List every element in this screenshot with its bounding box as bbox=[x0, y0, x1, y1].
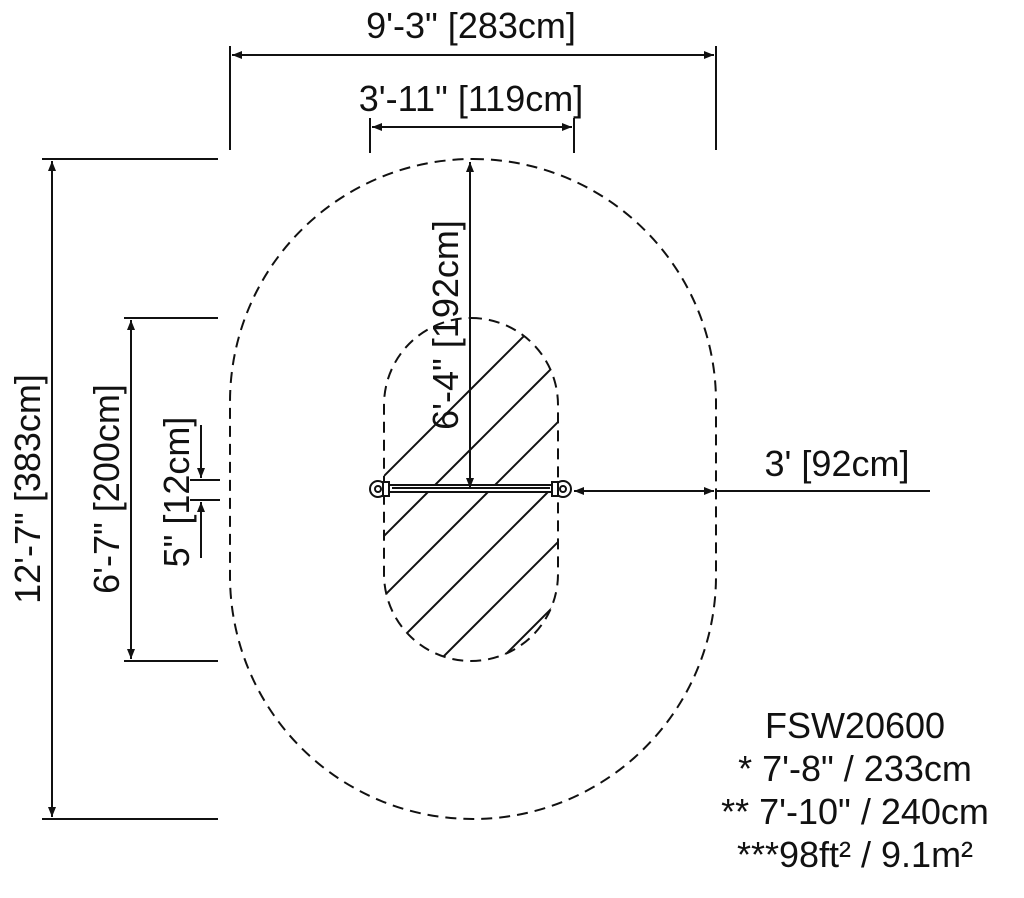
inner-length-label: 6'-7" [200cm] bbox=[86, 384, 127, 594]
overall-length-label: 12'-7" [383cm] bbox=[7, 374, 48, 604]
inner-width-label: 3'-11" [119cm] bbox=[359, 78, 583, 119]
note-line-3: ***98ft² / 9.1m² bbox=[736, 834, 974, 875]
overall-width-dimension bbox=[229, 46, 717, 150]
overall-width-label: 9'-3" [283cm] bbox=[366, 5, 576, 46]
model-notes: FSW20600 * 7'-8" / 233cm ** 7'-10" / 240… bbox=[690, 704, 1020, 876]
small-gap-label: 5" [12cm] bbox=[156, 417, 197, 568]
overall-length-dimension bbox=[42, 158, 218, 820]
small-gap-dimension bbox=[190, 425, 220, 558]
inner-width-dimension bbox=[369, 118, 575, 153]
note-line-1: * 7'-8" / 233cm bbox=[738, 748, 972, 789]
outer-safety-zone bbox=[229, 158, 717, 820]
inner-half-length-label: 6'-4" [192cm] bbox=[425, 220, 466, 430]
inner-length-dimension bbox=[124, 317, 218, 662]
note-line-2: ** 7'-10" / 240cm bbox=[721, 791, 989, 832]
model-number: FSW20600 bbox=[764, 705, 946, 746]
side-clearance-label: 3' [92cm] bbox=[765, 443, 910, 484]
